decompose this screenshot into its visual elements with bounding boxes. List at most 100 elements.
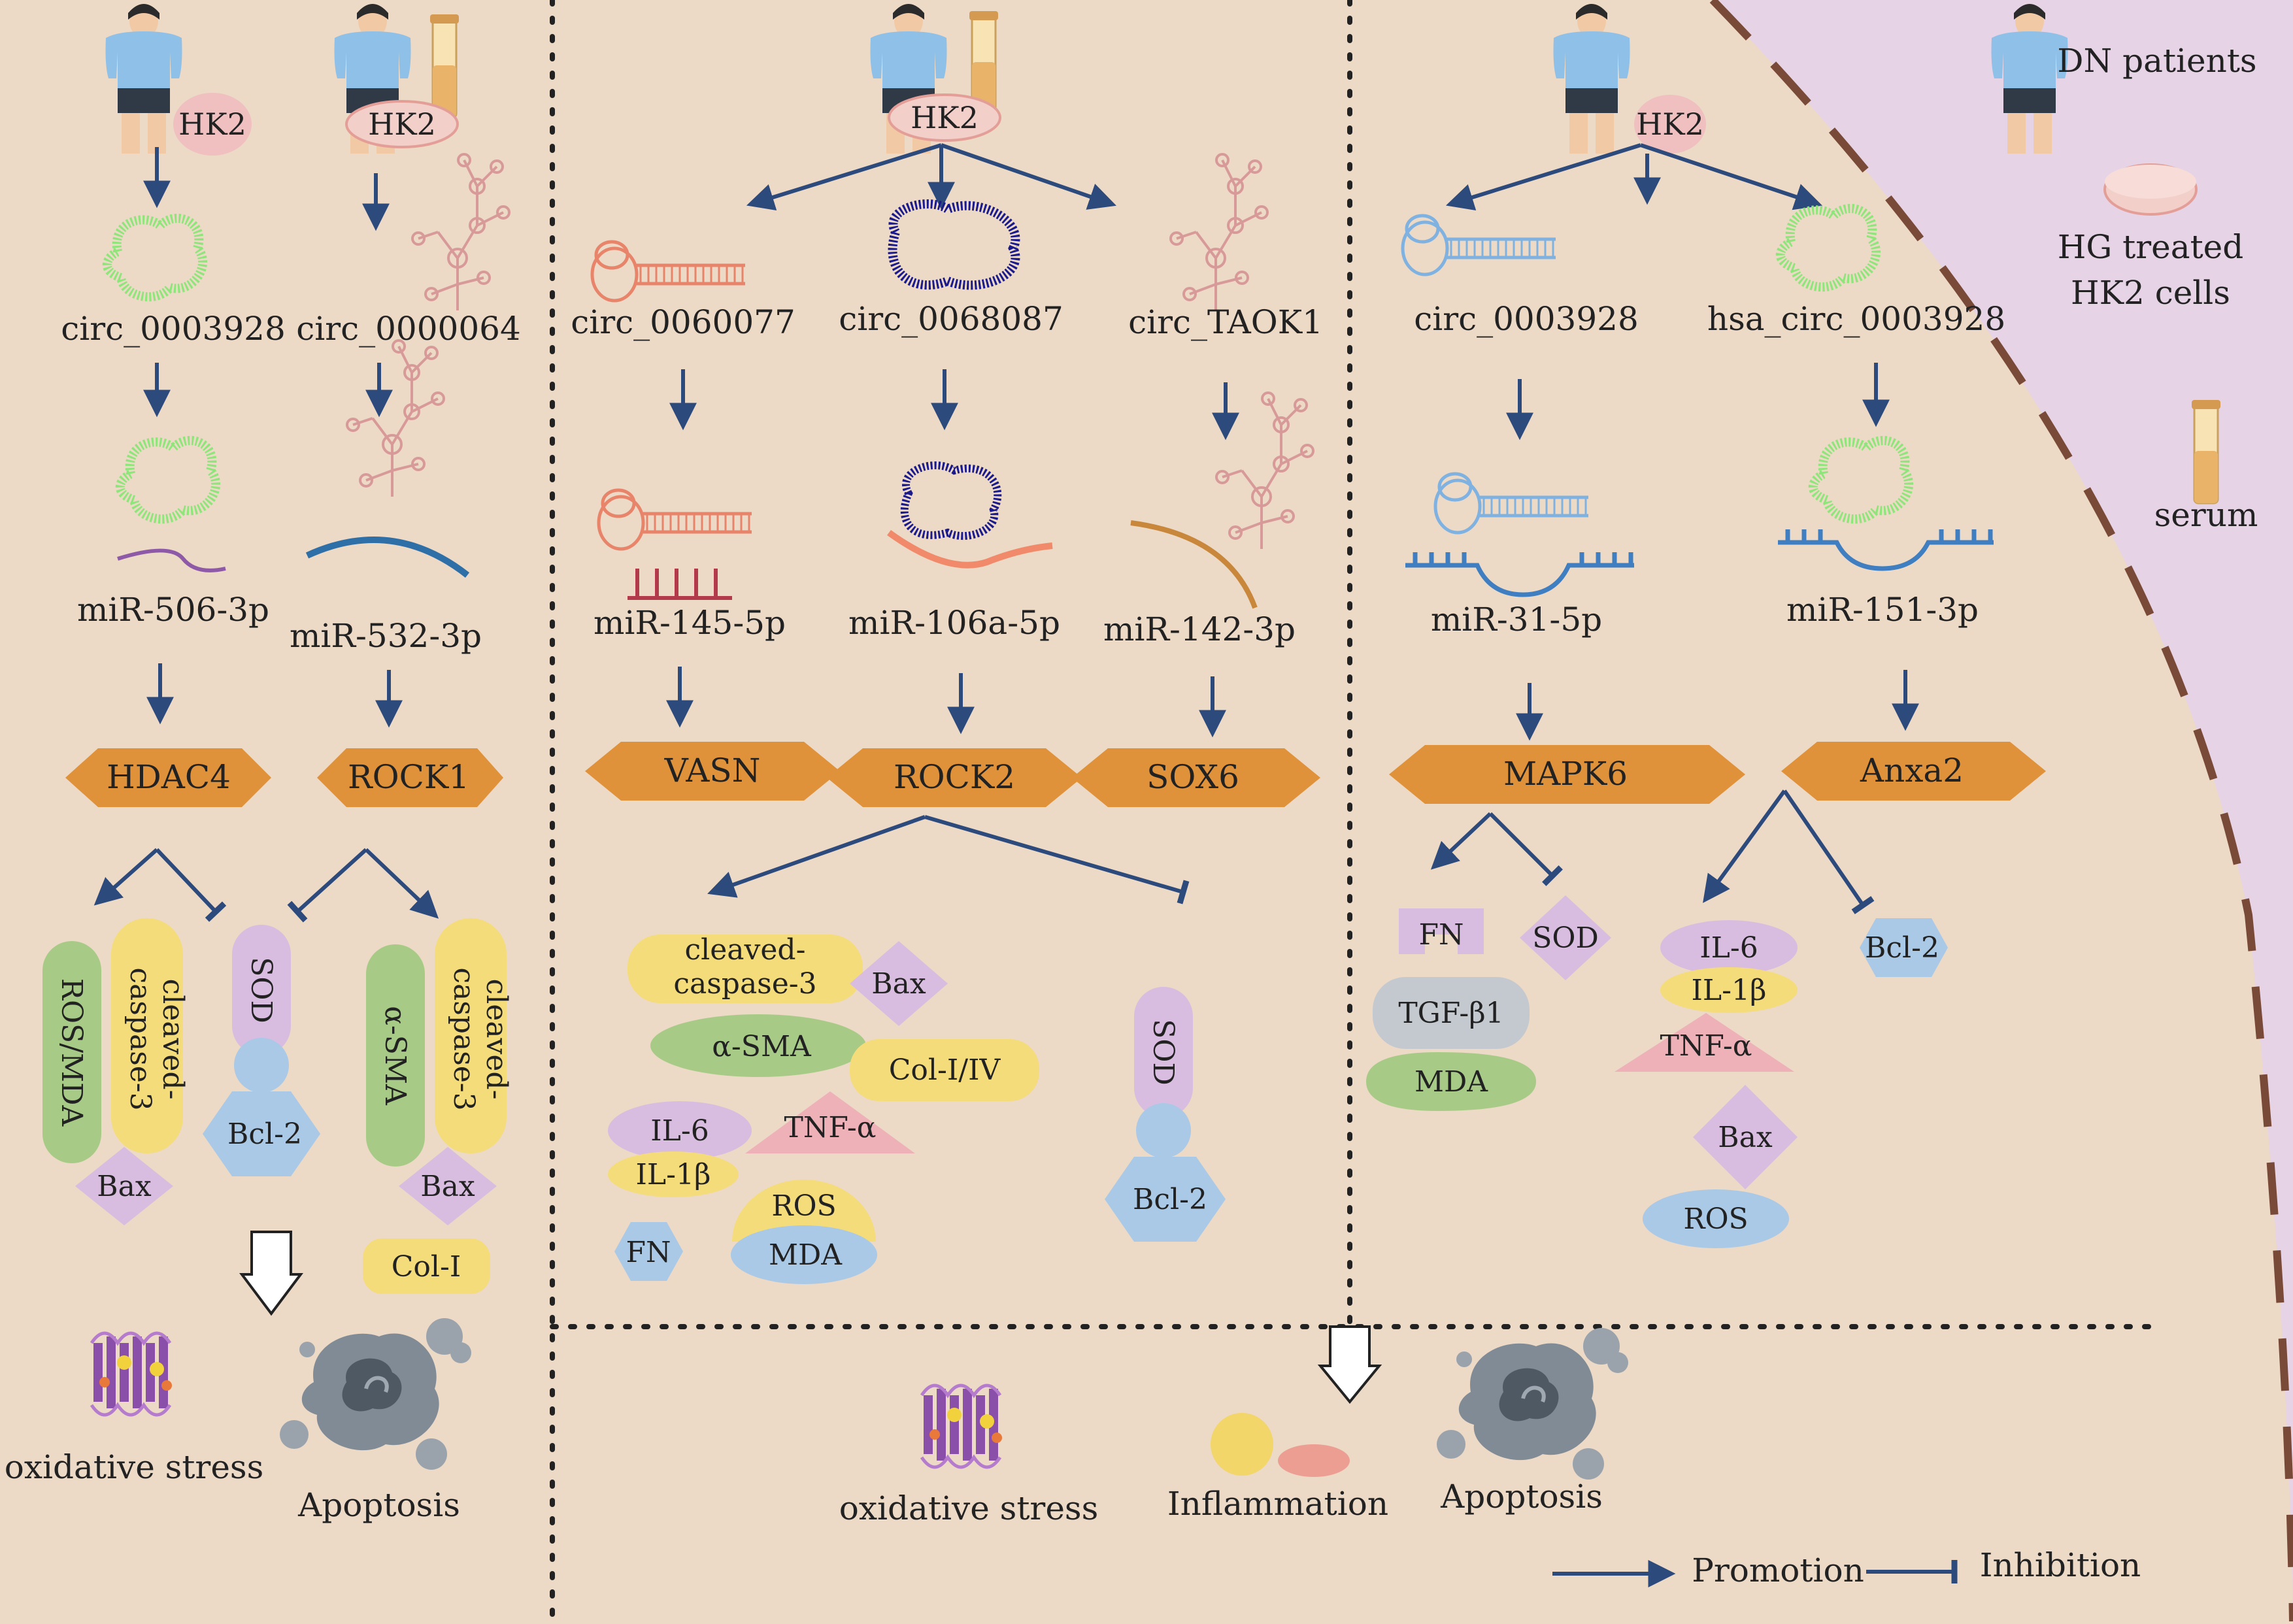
circrna-icon xyxy=(1215,391,1314,550)
circrna-icon xyxy=(1813,440,1909,519)
mirna-strand xyxy=(117,548,226,572)
p3-circ-b: hsa_circ_0003928 xyxy=(1707,300,2005,338)
panel-3: HK2 circ_0003928 hsa_circ_0003928 miR-31… xyxy=(1366,4,2046,1248)
p1-bax-a: Bax xyxy=(97,1170,152,1203)
p1-bcl2: Bcl-2 xyxy=(227,1118,302,1151)
arrow xyxy=(93,848,158,906)
cell-membrane xyxy=(1709,0,2293,1622)
circrna-hairpin-icon xyxy=(599,490,752,549)
target-hexagon xyxy=(65,748,271,807)
p2-circ-c: circ_TAOK1 xyxy=(1128,303,1323,341)
target-hexagon xyxy=(317,748,503,807)
p1-cleaved-a2: caspase-3 xyxy=(124,967,157,1110)
p3-hk2: HK2 xyxy=(1636,107,1704,142)
p1-bax-b: Bax xyxy=(420,1170,475,1203)
mirna-strand xyxy=(1405,552,1634,597)
shape-bcl2 xyxy=(1860,918,1948,977)
p2-ros: ROS xyxy=(771,1189,836,1223)
bottom-inflammation: Inflammation xyxy=(1167,1485,1388,1523)
legend-hg-2: HK2 cells xyxy=(2071,274,2230,312)
shape-il6 xyxy=(1660,920,1798,975)
legend-promotion: Promotion xyxy=(1692,1551,1864,1589)
circrna-hairpin-icon xyxy=(592,242,745,301)
p2-bcl2: Bcl-2 xyxy=(1133,1183,1207,1216)
target-hexagon xyxy=(1781,742,2046,801)
p1-hk2-a: HK2 xyxy=(178,107,246,142)
p1-target-b: ROCK1 xyxy=(348,758,469,796)
shape-ros xyxy=(1643,1189,1789,1248)
p3-ros: ROS xyxy=(1683,1202,1748,1236)
oxidative-stress-icon xyxy=(92,1333,172,1415)
p3-bax: Bax xyxy=(1718,1121,1773,1154)
inhibition-line xyxy=(924,815,1190,904)
target-hexagon xyxy=(1072,748,1320,807)
shape-fn xyxy=(614,1222,683,1281)
p2-circ-a: circ_0060077 xyxy=(571,303,795,341)
p2-cleaved2: caspase-3 xyxy=(673,967,816,1001)
serum-tube-icon xyxy=(429,13,460,119)
oxidative-stress-icon xyxy=(922,1385,1002,1467)
shape-il1b xyxy=(1660,967,1798,1013)
p1-target-a: HDAC4 xyxy=(107,758,231,796)
serum-legend-icon xyxy=(2190,399,2222,505)
p3-target-a: MAPK6 xyxy=(1503,755,1628,793)
inflammation-cell-icon xyxy=(1278,1444,1350,1477)
p1-cleaved-a1: cleaved- xyxy=(156,979,190,1100)
arrow xyxy=(1430,812,1492,870)
p2-sod: SOD xyxy=(1146,1019,1180,1085)
legend: DN patients HG treated HK2 cells serum P… xyxy=(1552,4,2258,1589)
shape-il6 xyxy=(608,1101,752,1160)
inhibition-line xyxy=(1488,812,1563,886)
legend-hg-1: HG treated xyxy=(2058,228,2244,266)
p2-il1b: IL-1β xyxy=(636,1158,711,1191)
apoptosis-cell-icon xyxy=(1437,1328,1628,1480)
shape-tgfb1 xyxy=(1373,977,1530,1049)
arrow xyxy=(364,848,439,919)
p2-cleaved1: cleaved- xyxy=(685,933,806,967)
p2-col: Col-I/IV xyxy=(889,1053,1001,1087)
bottom-oxidative: oxidative stress xyxy=(839,1489,1098,1527)
bottom-apoptosis: Apoptosis xyxy=(1440,1478,1603,1516)
legend-serum: serum xyxy=(2154,496,2258,534)
circrna-hairpin-icon xyxy=(1435,474,1588,533)
p1-ros-mda: ROS/MDA xyxy=(55,978,88,1127)
inhibition-line xyxy=(287,848,368,923)
panel-1: HK2 HK2 circ_0003928 circ_0000064 miR-50… xyxy=(5,4,521,1524)
shape-cleaved xyxy=(628,935,863,1003)
shape-bax xyxy=(399,1147,497,1225)
p2-mir-b: miR-106a-5p xyxy=(848,604,1060,642)
p3-sod: SOD xyxy=(1532,921,1599,955)
hk2-cell-icon xyxy=(1634,95,1706,154)
mirna-strand xyxy=(1130,520,1258,609)
target-hexagon xyxy=(585,742,840,801)
p2-tnfa: TNF-α xyxy=(784,1111,877,1144)
down-arrow-icon xyxy=(1317,1325,1382,1404)
shape-fn xyxy=(1399,908,1484,954)
shape-cleaved xyxy=(111,918,183,1153)
patient-icon xyxy=(105,4,182,154)
inhibition-line xyxy=(1783,789,1875,914)
hk2-cell-icon xyxy=(173,93,252,156)
p1-circ-a: circ_0003928 xyxy=(61,310,286,348)
mirna-strand xyxy=(305,537,470,578)
p3-mda: MDA xyxy=(1414,1065,1488,1099)
p3-fn: FN xyxy=(1418,918,1464,952)
shape-il1b xyxy=(608,1152,739,1197)
patient-icon xyxy=(1553,4,1630,154)
p1-hk2-b: HK2 xyxy=(368,107,436,142)
arrow xyxy=(1445,143,1641,211)
shape-tnfa xyxy=(1615,1013,1794,1072)
hg-cell-legend-icon xyxy=(2105,165,2196,199)
shape-bcl2 xyxy=(203,1091,320,1176)
p2-asma: α-SMA xyxy=(712,1030,812,1063)
p1-asma: α-SMA xyxy=(378,1006,412,1106)
p2-target-b: ROCK2 xyxy=(894,758,1015,796)
legend-dn-patients: DN patients xyxy=(2057,42,2256,80)
p2-il6: IL-6 xyxy=(650,1114,709,1148)
p1-circ-b: circ_0000064 xyxy=(296,310,521,348)
p2-bax: Bax xyxy=(871,967,926,1001)
hg-cell-dish-icon xyxy=(888,93,1001,142)
shape-col1 xyxy=(363,1238,490,1294)
p1-col1: Col-I xyxy=(392,1250,461,1284)
